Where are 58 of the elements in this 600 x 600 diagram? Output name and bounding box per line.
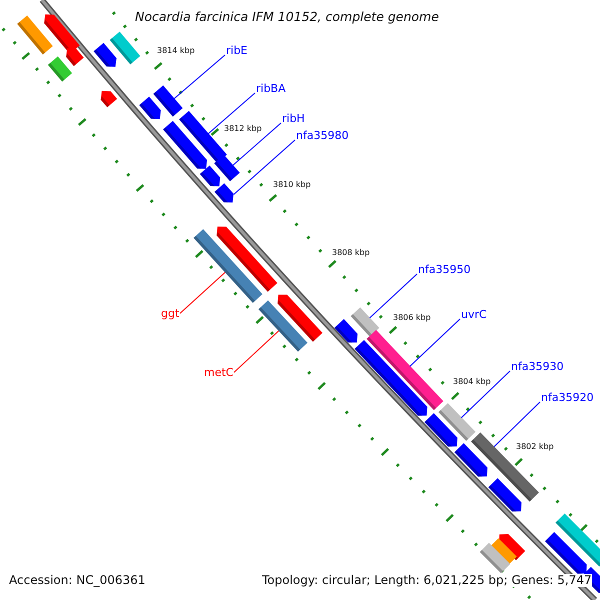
gene-feature xyxy=(153,85,183,117)
gene-feature xyxy=(17,16,53,54)
gene-label: nfa35920 xyxy=(541,392,594,404)
leader-line xyxy=(208,92,256,134)
gene-feature xyxy=(438,403,476,441)
gene-feature xyxy=(66,48,84,66)
gene-feature xyxy=(110,32,140,64)
gene-feature xyxy=(216,226,278,292)
scale-label: 3810 kbp xyxy=(273,181,311,190)
gene-feature xyxy=(556,513,600,567)
leader-line xyxy=(369,274,418,318)
gene-feature xyxy=(454,443,488,477)
gene-label: nfa35980 xyxy=(296,130,349,142)
gene-feature xyxy=(545,532,587,574)
leader-line xyxy=(234,330,280,373)
gene-label: ribE xyxy=(226,45,248,58)
gene-feature xyxy=(194,229,262,303)
leader-line xyxy=(174,54,226,100)
gene-label: uvrC xyxy=(461,309,487,322)
gene-feature xyxy=(480,542,510,574)
gene-feature xyxy=(278,294,322,342)
gene-feature xyxy=(139,96,161,120)
leader-line xyxy=(233,140,296,195)
leader-line xyxy=(494,402,540,448)
gene-feature xyxy=(354,340,428,416)
scale-label: 3804 kbp xyxy=(453,378,491,387)
gene-feature xyxy=(334,319,358,343)
leader-line xyxy=(409,318,460,367)
scale-label: 3808 kbp xyxy=(332,249,370,258)
gene-feature xyxy=(366,330,444,410)
gene-feature xyxy=(258,300,308,352)
gene-label: ribH xyxy=(282,113,305,126)
info-text: Accession: NC_006361 xyxy=(9,574,146,588)
gene-feature xyxy=(214,154,240,182)
gene-feature xyxy=(350,307,380,337)
leader-line xyxy=(460,370,510,418)
gene-feature xyxy=(424,413,458,447)
scale-label: 3806 kbp xyxy=(393,314,431,323)
gene-feature xyxy=(100,90,118,108)
gene-feature xyxy=(214,183,234,203)
gene-feature xyxy=(94,42,116,67)
scale-label: 3812 kbp xyxy=(224,125,262,134)
leader-line xyxy=(232,122,282,166)
scale-label: 3802 kbp xyxy=(516,443,554,452)
gene-label: metC xyxy=(204,367,234,380)
gene-label: ribBA xyxy=(256,83,286,96)
gene-label: ggt xyxy=(161,308,180,320)
gene-feature xyxy=(163,120,208,169)
gene-label: nfa35930 xyxy=(511,361,564,374)
leader-line xyxy=(180,272,226,314)
map-title: Nocardia farcinica IFM 10152, complete genome xyxy=(135,10,439,24)
scale-label: 3814 kbp xyxy=(157,47,195,56)
info-text: Topology: circular; Length: 6,021,225 bp; Genes: 5,747 xyxy=(262,574,592,588)
gene-feature xyxy=(48,56,72,82)
gene-feature xyxy=(488,478,522,512)
gene-label: nfa35950 xyxy=(418,264,471,276)
gene-feature xyxy=(200,165,220,186)
gene-feature xyxy=(471,432,539,502)
